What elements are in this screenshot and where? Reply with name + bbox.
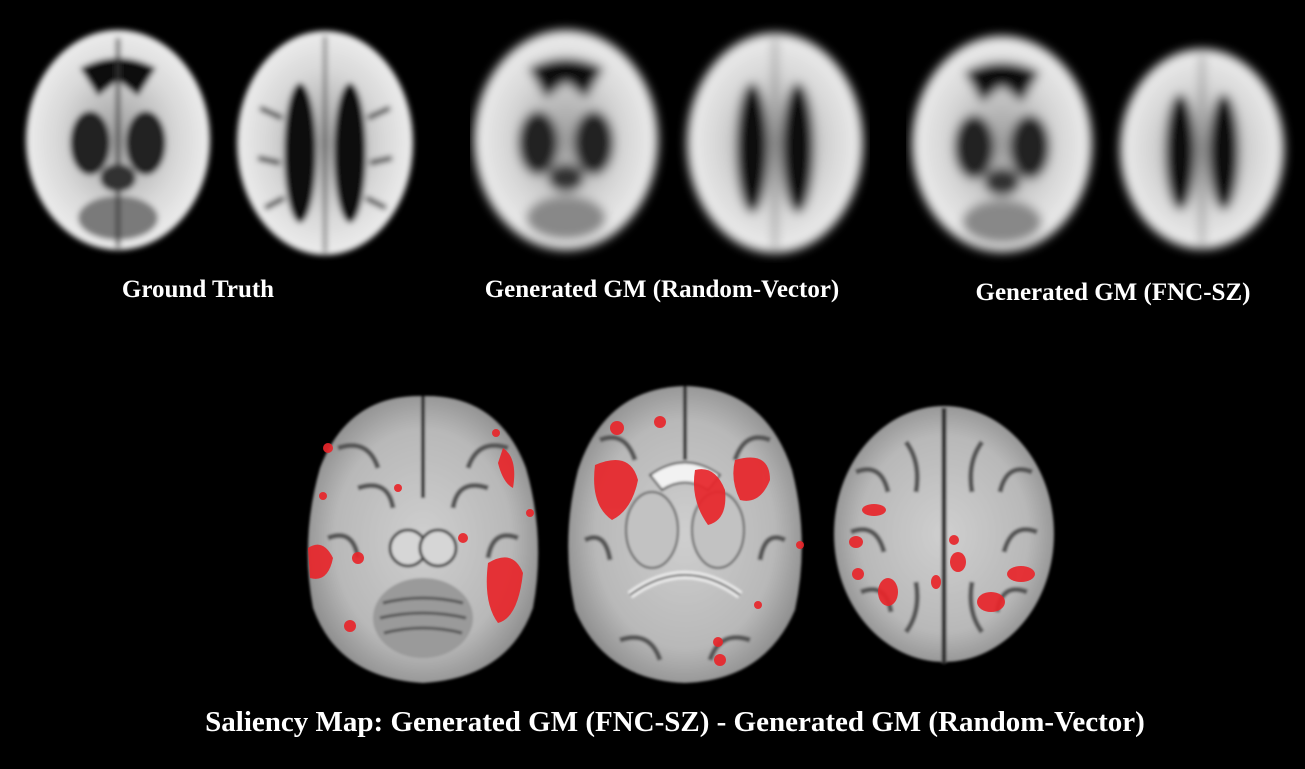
ground-truth-inferior-slice <box>26 30 210 250</box>
generated-fnc-inferior-slice <box>912 36 1092 252</box>
ground-truth-caption: Ground Truth <box>121 276 275 303</box>
ground-truth-panel <box>20 18 420 263</box>
generated-random-vector-panel <box>470 18 870 263</box>
saliency-map-caption: Saliency Map: Generated GM (FNC-SZ) - Ge… <box>205 706 1145 738</box>
saliency-slice-superior <box>826 402 1066 672</box>
saliency-slice-inferior <box>298 388 548 688</box>
generated-random-vector-caption: Generated GM (Random-Vector) <box>484 276 840 303</box>
saliency-slice-middle <box>560 380 810 690</box>
generated-random-inferior-slice <box>474 30 658 250</box>
saliency-clusters-middle <box>594 416 804 666</box>
generated-random-superior-slice <box>687 33 863 253</box>
generated-fnc-sz-caption: Generated GM (FNC-SZ) <box>975 279 1251 306</box>
generated-fnc-sz-panel <box>906 24 1296 269</box>
saliency-clusters-superior <box>849 504 1035 612</box>
saliency-clusters-inferior <box>308 429 534 632</box>
ground-truth-superior-slice <box>237 31 413 255</box>
generated-fnc-superior-slice <box>1120 49 1284 249</box>
